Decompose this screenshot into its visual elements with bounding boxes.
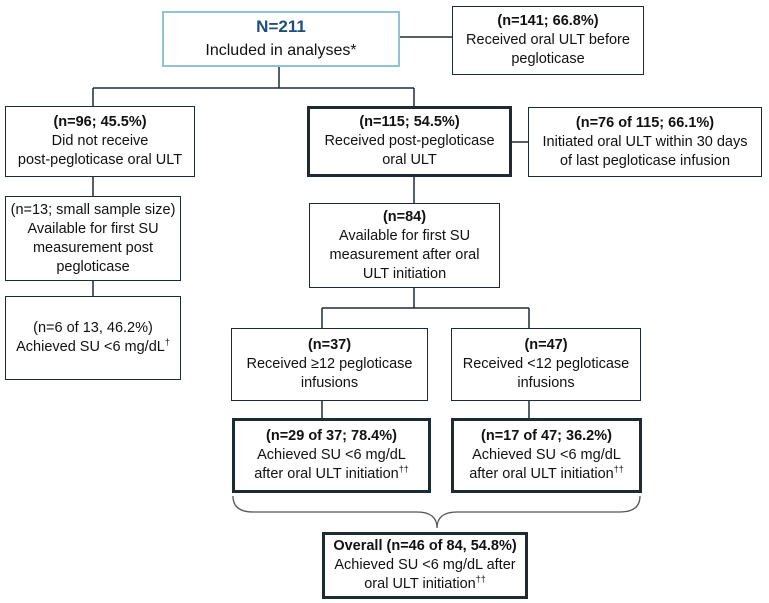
- prior-oral-ult-box: (n=141; 66.8%) Received oral ULT before …: [452, 6, 644, 75]
- no-post-oral-ult-box: (n=96; 45.5%) Did not receive post-peglo…: [5, 106, 195, 177]
- lt12-infusions-box: (n=47) Received <12 pegloticase infusion…: [451, 328, 641, 401]
- within-30-days-box: (n=76 of 115; 66.1%) Initiated oral ULT …: [528, 107, 762, 177]
- grouping-brace: [232, 495, 641, 529]
- left-achieved-box: (n=6 of 13, 46.2%) Achieved SU <6 mg/dL†: [5, 296, 181, 380]
- post-oral-ult-box: (n=115; 54.5%) Received post-pegloticase…: [307, 106, 512, 177]
- ge12-infusions-box: (n=37) Received ≥12 pegloticase infusion…: [231, 328, 428, 401]
- left-available-box: (n=13; small sample size) Available for …: [5, 196, 181, 281]
- total-included-box: N=211 Included in analyses*: [162, 11, 400, 67]
- total-n: N=211: [256, 17, 306, 36]
- total-label: Included in analyses*: [205, 42, 357, 59]
- ge12-achieved-box: (n=29 of 37; 78.4%) Achieved SU <6 mg/dL…: [232, 418, 431, 493]
- lt12-achieved-box: (n=17 of 47; 36.2%) Achieved SU <6 mg/dL…: [451, 418, 642, 493]
- right-available-box: (n=84) Available for first SU measuremen…: [309, 203, 500, 288]
- overall-box: Overall (n=46 of 84, 54.8%) Achieved SU …: [322, 532, 528, 599]
